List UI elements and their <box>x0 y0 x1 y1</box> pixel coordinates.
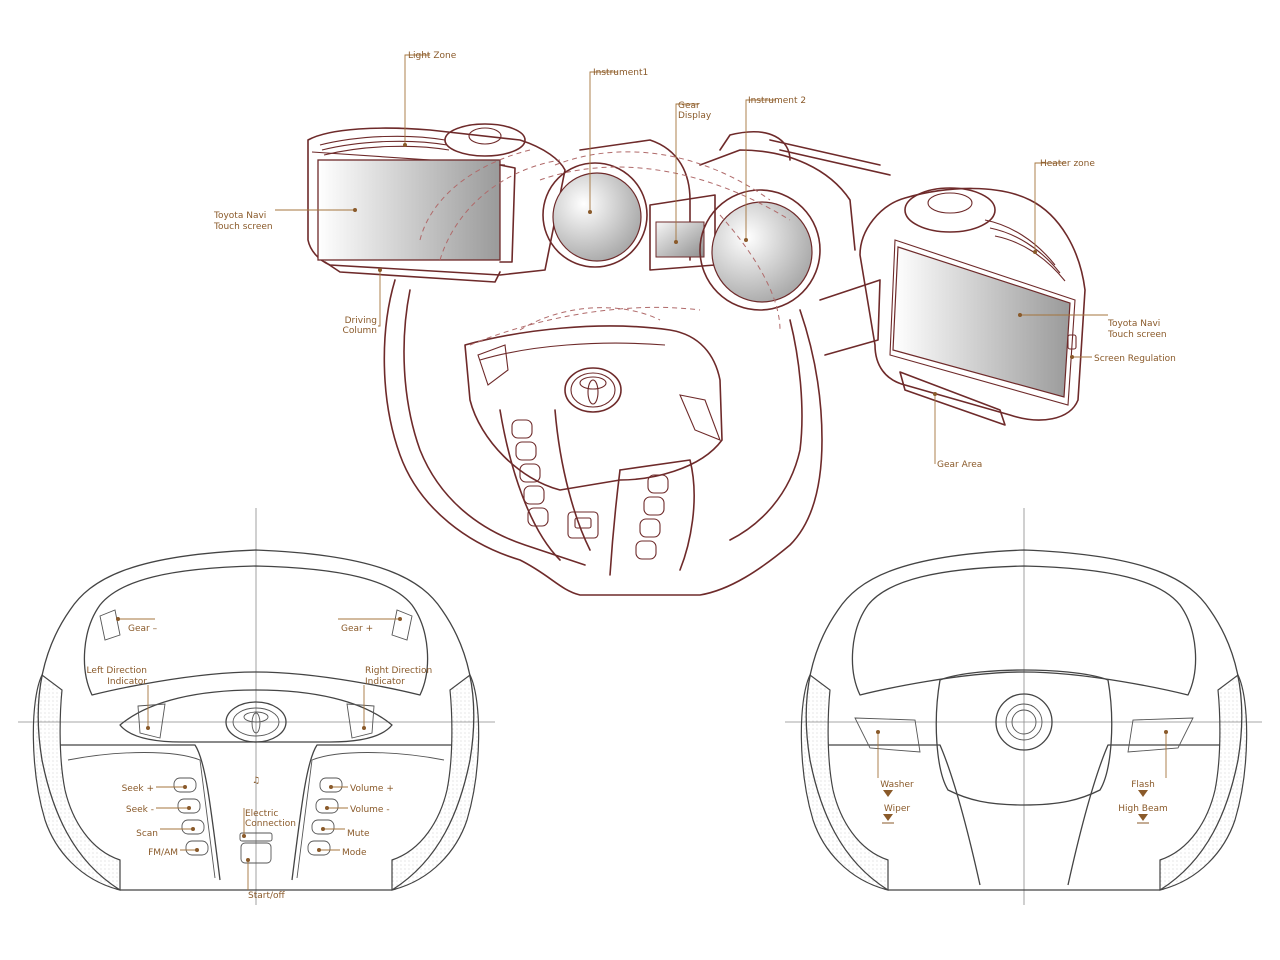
right-wheel-leaders <box>876 730 1168 778</box>
label-gear-area: Gear Area <box>937 460 982 470</box>
label-high-beam: High Beam <box>1118 804 1168 814</box>
label-gear-display-1: Gear <box>678 101 700 111</box>
right-wheel-labels: Washer Wiper Flash High Beam <box>880 780 1168 814</box>
label-start-off: Start/off <box>248 891 286 901</box>
high-beam-arrow-icon <box>1138 814 1148 821</box>
label-light-zone: Light Zone <box>408 51 457 61</box>
wiper-arrow-icon <box>883 814 893 821</box>
label-electric-2: Connection <box>245 819 296 829</box>
label-left-direction-1: Left Direction <box>87 666 147 676</box>
label-screen-regulation: Screen Regulation <box>1094 354 1176 364</box>
label-fm-am: FM/AM <box>148 848 178 858</box>
label-right-direction-1: Right Direction <box>365 666 432 676</box>
main-labels: Light Zone Instrument1 Gear Display Inst… <box>213 51 1176 470</box>
label-navi-left-1: Toyota Navi <box>213 211 266 221</box>
left-wheel-leaders <box>116 617 402 890</box>
right-wheel-rear-view <box>785 508 1262 905</box>
label-seek-minus: Seek - <box>126 805 154 815</box>
label-wiper: Wiper <box>884 804 910 814</box>
label-gear-minus: Gear – <box>128 624 158 634</box>
label-electric-1: Electric <box>245 809 278 819</box>
label-right-direction-2: Indicator <box>365 677 405 687</box>
right-navi-module <box>819 187 1086 426</box>
left-navi-module <box>307 123 566 283</box>
label-left-direction-2: Indicator <box>107 677 147 687</box>
left-wheel-labels: Gear – Gear + Left Direction Indicator R… <box>87 624 433 901</box>
main-steering-module <box>383 279 823 596</box>
label-navi-left-2: Touch screen <box>213 222 273 232</box>
label-instrument2: Instrument 2 <box>748 96 806 106</box>
left-wheel-front-view: ♫ <box>18 508 495 905</box>
label-heater-zone: Heater zone <box>1040 159 1095 169</box>
label-instrument1: Instrument1 <box>593 68 648 78</box>
label-mode: Mode <box>342 848 367 858</box>
horn-icon: ♫ <box>252 776 260 786</box>
instrument-cluster <box>539 131 891 331</box>
label-volume-minus: Volume - <box>350 805 390 815</box>
label-navi-right-2: Touch screen <box>1107 330 1167 340</box>
label-scan: Scan <box>136 829 158 839</box>
label-mute: Mute <box>347 829 370 839</box>
label-gear-plus: Gear + <box>341 624 373 634</box>
label-volume-plus: Volume + <box>350 784 394 794</box>
label-gear-display-2: Display <box>678 111 712 121</box>
label-seek-plus: Seek + <box>122 784 154 794</box>
label-washer: Washer <box>880 780 914 790</box>
label-flash: Flash <box>1131 780 1155 790</box>
label-driving-column-1: Driving <box>345 316 377 326</box>
main-leaders <box>275 54 1108 464</box>
washer-arrow-icon <box>883 790 893 797</box>
flash-arrow-icon <box>1138 790 1148 797</box>
label-navi-right-1: Toyota Navi <box>1107 319 1160 329</box>
label-driving-column-2: Column <box>343 326 377 336</box>
